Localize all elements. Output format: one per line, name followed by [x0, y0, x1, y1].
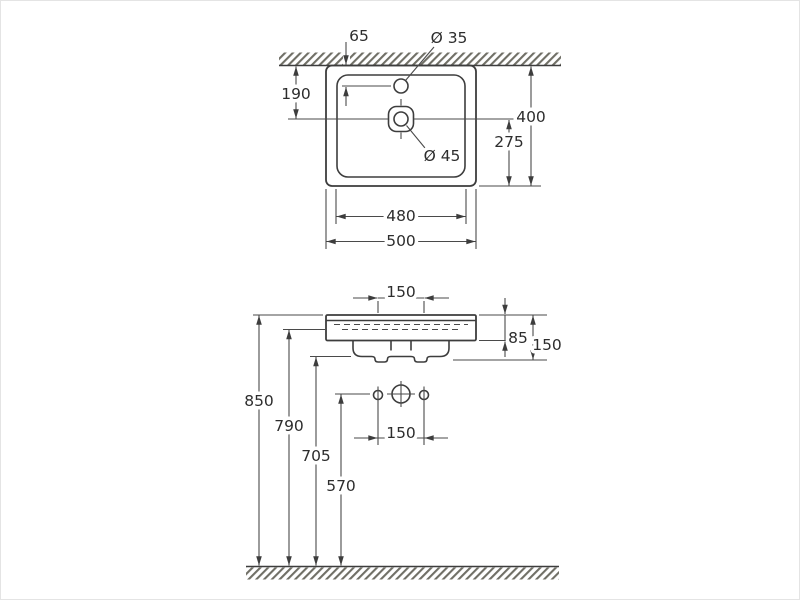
- leader-line: [406, 125, 426, 149]
- dim-label-drain-diameter: Ø 45: [424, 147, 461, 165]
- dim-label-drain-to-front: 275: [494, 133, 524, 151]
- wall-hatch: [350, 52, 561, 66]
- wall-hatch: [279, 52, 343, 66]
- dim-label-height-shroud: 705: [301, 447, 331, 465]
- basin-front-outline: [325, 314, 477, 342]
- underside-shroud: [352, 340, 450, 363]
- dim-label-depth: 400: [516, 108, 546, 126]
- front-view: 150 85 150 150 850 790 705: [241, 280, 565, 580]
- dim-label-top-width: 150: [386, 283, 416, 301]
- dim-label-width: 500: [386, 232, 416, 250]
- dim-label-tap-diameter: Ø 35: [431, 29, 468, 47]
- drain-outline: [387, 105, 415, 133]
- dim-label-back-to-drain: 190: [281, 85, 311, 103]
- floor-hatch: [246, 567, 559, 580]
- dim-label-height-rim: 850: [244, 392, 274, 410]
- dim-label-body-height: 150: [532, 336, 562, 354]
- basin-bowl: [336, 74, 466, 178]
- dim-label-rim-height: 85: [508, 329, 528, 347]
- dim-label-height-outlet: 570: [326, 477, 356, 495]
- dim-label-hole-spacing: 150: [386, 424, 416, 442]
- tap-hole: [393, 78, 409, 94]
- leader-line: [405, 46, 435, 81]
- dim-label-inner-width: 480: [386, 207, 416, 225]
- basin-outline: [325, 64, 477, 187]
- drain-hole: [393, 111, 409, 127]
- top-view: 65 Ø 35 190 400 275 Ø 45 480 500: [278, 24, 561, 254]
- dim-label-height-underside: 790: [274, 417, 304, 435]
- dim-label-tap-offset: 65: [349, 27, 369, 45]
